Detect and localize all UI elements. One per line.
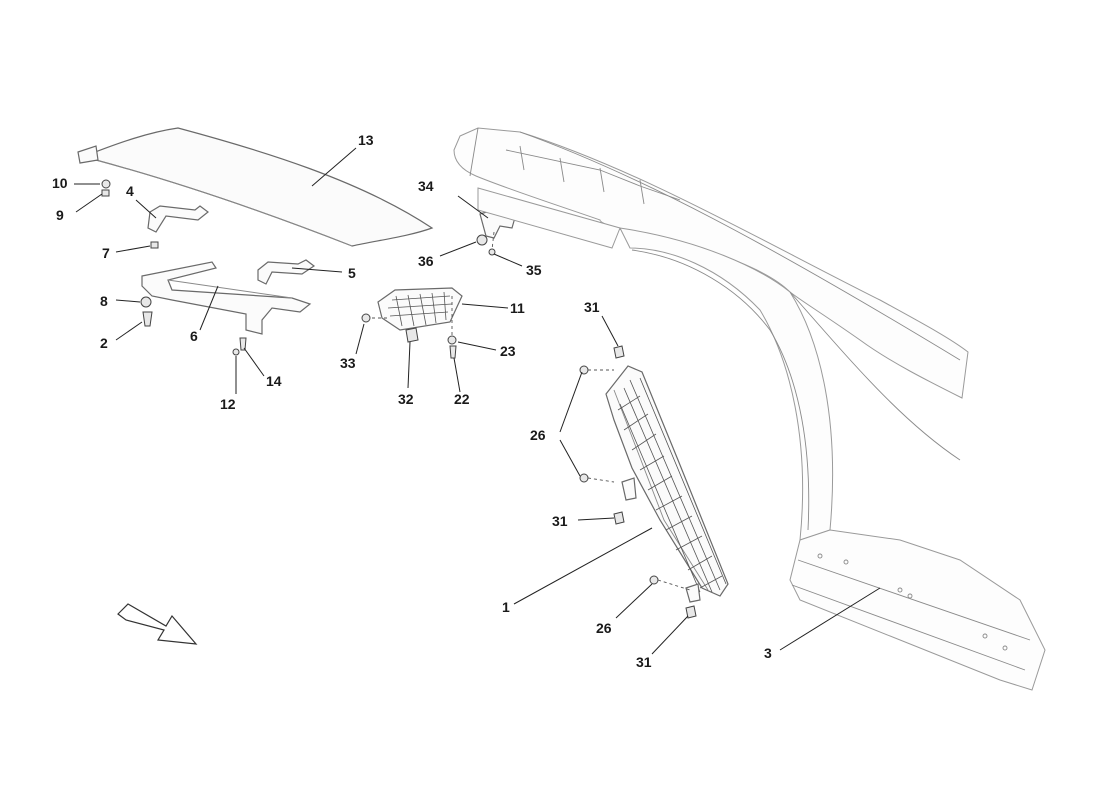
callout-26-top: 26 (530, 427, 546, 443)
clip-31-top (613, 345, 625, 359)
leader-lines (74, 147, 881, 655)
callout-8: 8 (100, 293, 108, 309)
spoiler-wing (77, 127, 434, 247)
washer-12 (232, 348, 240, 356)
callout-14: 14 (266, 373, 282, 389)
callout-10: 10 (52, 175, 68, 191)
callout-31-bottom: 31 (636, 654, 652, 670)
callout-36: 36 (418, 253, 434, 269)
callout-5: 5 (348, 265, 356, 281)
nut-7 (150, 241, 159, 249)
clip-8 (140, 296, 152, 308)
callout-22: 22 (454, 391, 470, 407)
body-panel-3 (453, 127, 1046, 691)
washer-10 (101, 179, 111, 189)
callout-4: 4 (126, 183, 134, 199)
callout-12: 12 (220, 396, 236, 412)
callout-9: 9 (56, 207, 64, 223)
callout-1: 1 (502, 599, 510, 615)
callout-26-bottom: 26 (596, 620, 612, 636)
bracket-5 (257, 259, 316, 285)
screw-26-mid (579, 473, 589, 483)
callout-6: 6 (190, 328, 198, 344)
screw-33 (361, 313, 371, 323)
clip-31-bottom (685, 605, 697, 619)
hardware-spoiler (101, 179, 247, 356)
clip-31-mid (613, 511, 625, 525)
clip-32 (405, 327, 419, 343)
bracket-6 (141, 261, 312, 335)
screw-22 (449, 345, 457, 359)
callout-3: 3 (764, 645, 772, 661)
nut-36 (476, 234, 488, 246)
callout-7: 7 (102, 245, 110, 261)
callout-34: 34 (418, 178, 434, 194)
washer-23 (447, 335, 457, 345)
callout-31-top: 31 (584, 299, 600, 315)
callout-23: 23 (500, 343, 516, 359)
small-grille-11 (361, 287, 463, 359)
callout-13: 13 (358, 132, 374, 148)
callout-35: 35 (526, 262, 542, 278)
callout-31-mid: 31 (552, 513, 568, 529)
bolt-2 (142, 311, 153, 327)
screw-35 (488, 248, 496, 256)
direction-arrow (117, 603, 198, 645)
screw-14 (239, 337, 247, 351)
callout-33: 33 (340, 355, 356, 371)
side-grille-1 (579, 345, 729, 619)
callout-2: 2 (100, 335, 108, 351)
callout-labels: 13 10 9 4 7 5 8 6 2 12 14 34 36 35 11 33… (52, 132, 772, 670)
nut-9 (101, 189, 110, 197)
screw-26-bottom (649, 575, 659, 585)
callout-32: 32 (398, 391, 414, 407)
callout-11: 11 (510, 300, 525, 316)
bracket-4 (147, 205, 209, 233)
